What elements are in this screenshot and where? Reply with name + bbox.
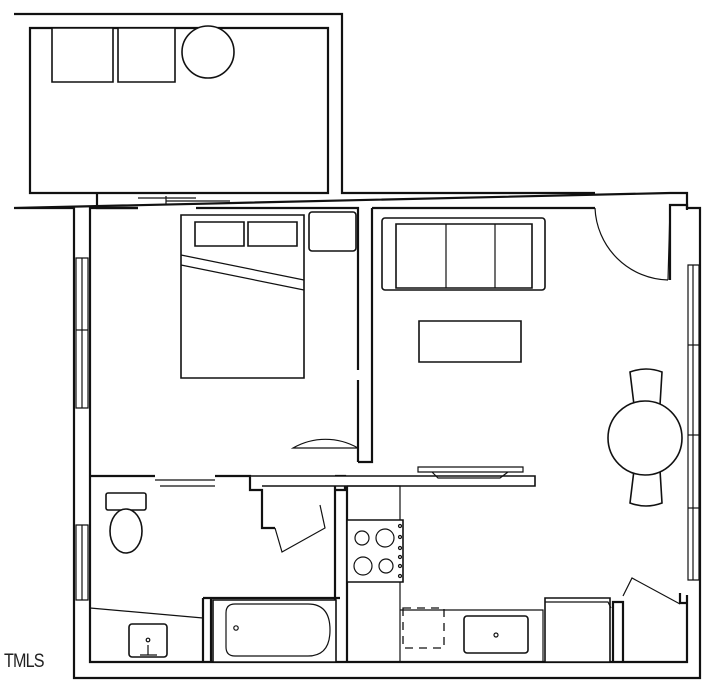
sink-bath	[129, 624, 167, 657]
chair-2	[118, 28, 175, 82]
bathtub	[213, 600, 336, 662]
exterior-wall-outer	[14, 14, 700, 678]
nightstand	[309, 212, 356, 251]
bathroom-sliding-door[interactable]	[155, 480, 215, 486]
coffee-table	[419, 321, 521, 362]
closet-sliding-door[interactable]	[138, 196, 230, 204]
vanity	[90, 608, 203, 618]
watermark: TMLS	[4, 651, 45, 672]
window-right	[688, 265, 699, 580]
round-table	[182, 26, 234, 78]
sofa	[382, 218, 545, 290]
chair-1	[52, 28, 113, 82]
bar-shelf	[418, 467, 523, 478]
dishwasher	[403, 608, 444, 648]
refrigerator	[545, 598, 611, 662]
linen-closet-door[interactable]	[275, 505, 325, 552]
entry-door[interactable]	[595, 208, 670, 280]
bed	[181, 215, 304, 378]
pantry-door[interactable]	[623, 578, 680, 604]
exterior-wall-inner	[30, 28, 328, 193]
toilet	[106, 493, 146, 553]
kitchen-sink	[464, 616, 528, 653]
window-bath	[76, 525, 88, 600]
window-left	[76, 258, 88, 408]
stove	[347, 520, 403, 582]
dining-set	[608, 369, 682, 506]
bathroom-partition	[203, 598, 340, 662]
pantry-closet	[613, 593, 687, 662]
kitchen-counter	[347, 486, 543, 662]
closet-wall	[97, 193, 372, 462]
bathroom-wall	[90, 476, 345, 662]
bedroom-door[interactable]	[293, 388, 358, 448]
